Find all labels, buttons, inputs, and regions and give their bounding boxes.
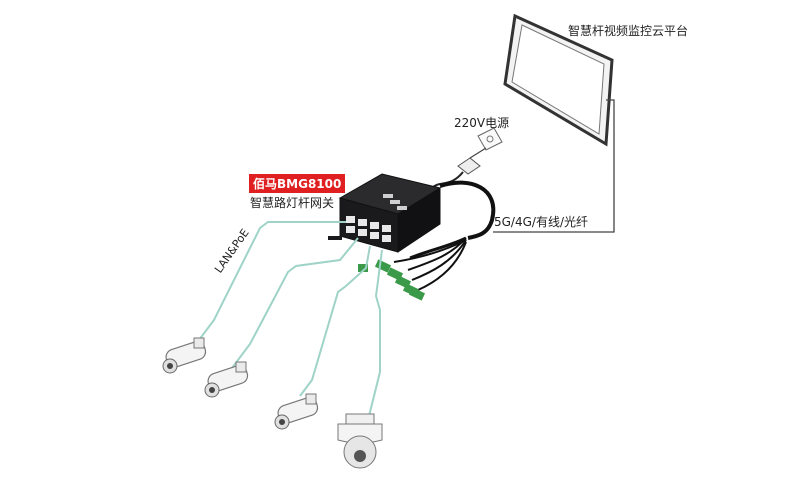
bullet-camera-icon xyxy=(162,337,319,430)
cable-platform xyxy=(493,99,615,233)
cable-bundle xyxy=(439,180,496,240)
lan-cables xyxy=(195,221,383,421)
dome-camera-icon xyxy=(337,413,383,469)
label-platform: 智慧杆视频监控云平台 xyxy=(568,24,689,38)
power-adapter-icon xyxy=(457,147,487,175)
label-model: 佰马BMG8100 xyxy=(249,174,346,193)
monitor-icon xyxy=(503,13,614,147)
gateway-device-icon xyxy=(328,173,442,253)
label-power: 220V电源 xyxy=(454,116,510,130)
label-gateway-desc: 智慧路灯杆网关 xyxy=(250,196,335,210)
label-network: 5G/4G/有线/光纤 xyxy=(494,215,588,229)
connector-icon xyxy=(358,237,467,301)
power-outlet-icon xyxy=(477,127,503,151)
